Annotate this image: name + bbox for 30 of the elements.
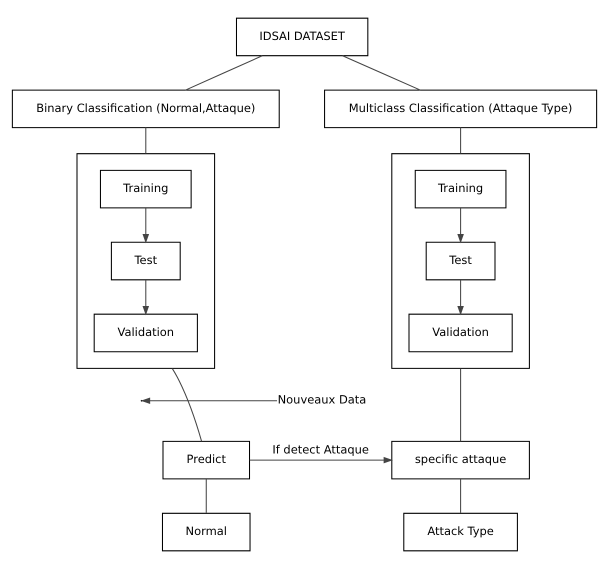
node-box: Multiclass Classification (Attaque Type): [324, 90, 598, 128]
arrow: [142, 280, 150, 316]
arrow: [250, 456, 394, 464]
node-box: Training: [100, 170, 192, 208]
edge-label: If detect Attaque: [272, 442, 369, 457]
node-box: Test: [426, 242, 496, 280]
connector: [460, 479, 462, 513]
node-box: Validation: [408, 314, 513, 352]
connector: [206, 479, 207, 513]
node-box: Binary Classification (Normal,Attaque): [12, 90, 280, 128]
connector: [185, 55, 262, 91]
node-box: Test: [110, 242, 181, 280]
node-box: Attack Type: [403, 512, 518, 552]
arrow: [142, 208, 150, 244]
arrow: [457, 280, 464, 316]
connector: [145, 128, 146, 154]
node-box: IDSAI DATASET: [236, 18, 368, 56]
arrow: [457, 208, 464, 244]
cluster: [76, 153, 216, 369]
connector: [460, 368, 462, 442]
node-box: Predict: [162, 440, 250, 480]
node-box: Normal: [162, 512, 251, 552]
node-box: specific attaque: [391, 440, 530, 480]
connector: [460, 128, 462, 154]
node-box: Training: [414, 170, 506, 208]
node-box: Validation: [94, 314, 198, 352]
connector: [342, 55, 420, 91]
node-text: Nouveaux Data: [278, 392, 366, 407]
cluster: [391, 153, 530, 369]
connector: [172, 368, 202, 442]
